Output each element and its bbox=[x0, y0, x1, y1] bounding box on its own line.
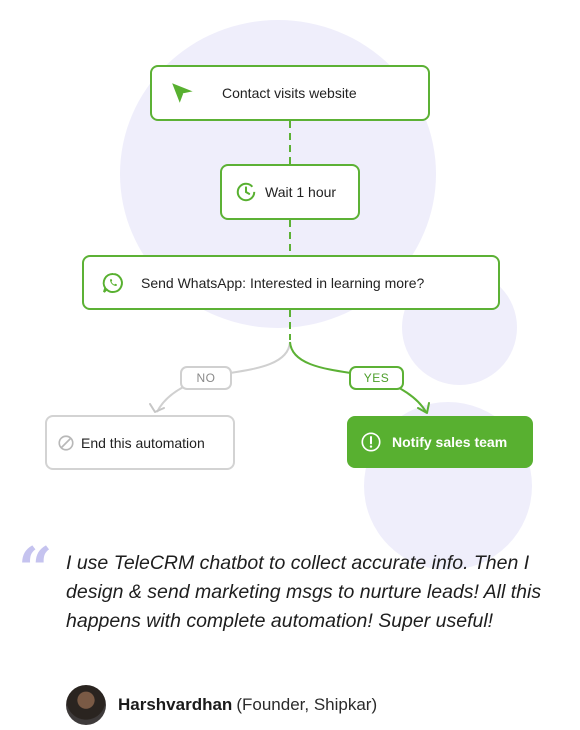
wait-node[interactable]: Wait 1 hour bbox=[220, 164, 360, 220]
branch-yes-pill[interactable]: YES bbox=[349, 366, 404, 390]
whatsapp-node[interactable]: Send WhatsApp: Interested in learning mo… bbox=[82, 255, 500, 310]
whatsapp-icon bbox=[101, 271, 125, 295]
author-name: Harshvardhan bbox=[118, 695, 233, 714]
clock-icon bbox=[235, 181, 257, 203]
ban-icon bbox=[57, 434, 75, 452]
arrowhead-yes bbox=[417, 402, 430, 414]
testimonial-author: Harshvardhan (Founder, Shipkar) bbox=[66, 685, 377, 725]
arrowhead-no bbox=[149, 403, 165, 413]
trigger-label: Contact visits website bbox=[222, 85, 357, 101]
notify-sales-label: Notify sales team bbox=[392, 434, 508, 450]
testimonial-quote: I use TeleCRM chatbot to collect accurat… bbox=[66, 552, 542, 632]
wait-label: Wait 1 hour bbox=[265, 184, 337, 200]
exclamation-circle-icon bbox=[360, 431, 382, 453]
avatar bbox=[66, 685, 106, 725]
trigger-node[interactable]: Contact visits website bbox=[150, 65, 430, 121]
end-automation-node[interactable]: End this automation bbox=[45, 415, 235, 470]
paper-plane-icon bbox=[170, 80, 196, 106]
quote-mark-icon: “ bbox=[18, 535, 53, 605]
author-role: (Founder, Shipkar) bbox=[236, 695, 378, 714]
notify-sales-node[interactable]: Notify sales team bbox=[347, 416, 533, 468]
whatsapp-label: Send WhatsApp: Interested in learning mo… bbox=[141, 274, 425, 291]
branch-no-pill[interactable]: NO bbox=[180, 366, 232, 390]
end-automation-label: End this automation bbox=[81, 434, 205, 451]
